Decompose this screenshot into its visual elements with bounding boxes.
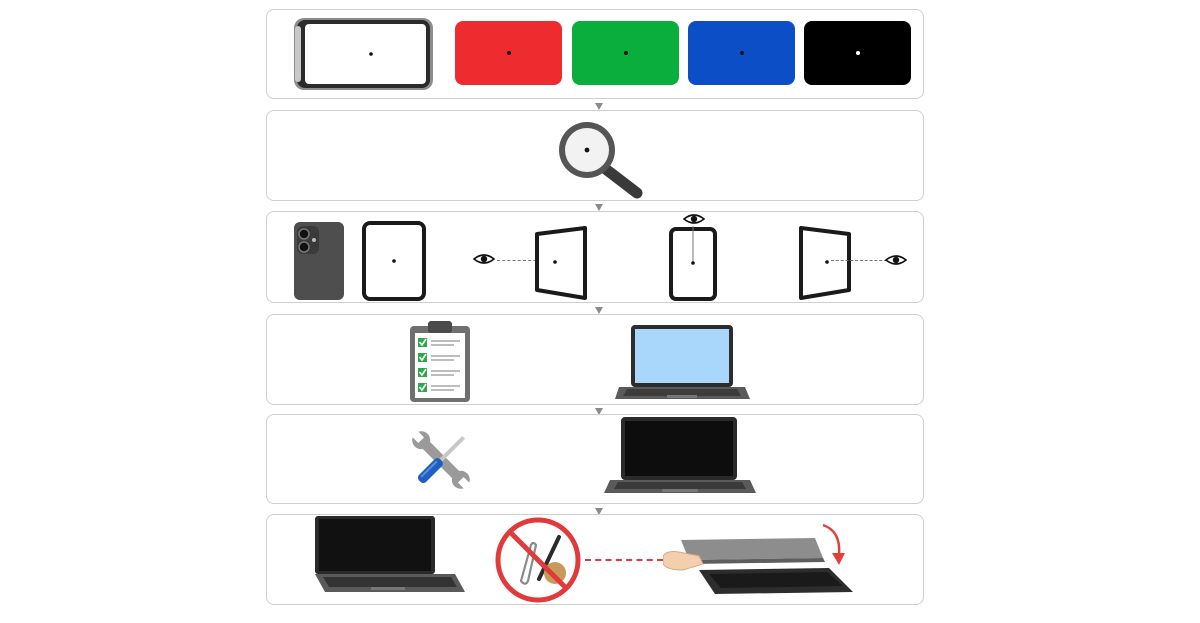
eye-icon <box>683 214 705 224</box>
screen-tilted-left <box>535 226 587 300</box>
clipboard-checklist-icon <box>410 321 470 402</box>
laptop-screen-on <box>615 325 750 399</box>
black-screen <box>804 21 911 85</box>
flow-arrow <box>595 204 603 211</box>
step-panel-close-lid <box>266 514 924 605</box>
hand-closing-lid <box>663 538 853 594</box>
laptop-screen-off <box>604 417 756 493</box>
dashed-arrow-line <box>585 559 663 561</box>
step-panel-viewing-angles <box>266 211 924 303</box>
flow-arrow <box>595 408 603 415</box>
eye-icon <box>473 254 495 264</box>
step-panel-repair <box>266 414 924 504</box>
red-screen <box>455 21 562 85</box>
magnifier-icon <box>559 122 643 199</box>
sight-line <box>497 260 552 261</box>
step-panel-display-color-test <box>266 9 924 99</box>
rotate-arrow-icon <box>822 523 845 565</box>
flow-arrow <box>595 307 603 314</box>
phone-back <box>294 222 344 300</box>
eye-icon <box>885 255 907 265</box>
screen-tilted-right <box>799 226 851 300</box>
sight-line <box>831 260 887 261</box>
screen-front <box>362 221 426 301</box>
blue-screen <box>688 21 795 85</box>
step-panel-inspect <box>266 110 924 201</box>
no-objects-icon <box>495 517 581 603</box>
green-screen <box>572 21 679 85</box>
flow-arrow <box>595 103 603 110</box>
wrench-screwdriver-icon <box>411 430 471 490</box>
laptop <box>315 516 465 592</box>
flow-arrow <box>595 508 603 515</box>
step-panel-checklist <box>266 314 924 405</box>
screen-top <box>669 226 717 301</box>
phone-white-screen <box>294 18 433 90</box>
